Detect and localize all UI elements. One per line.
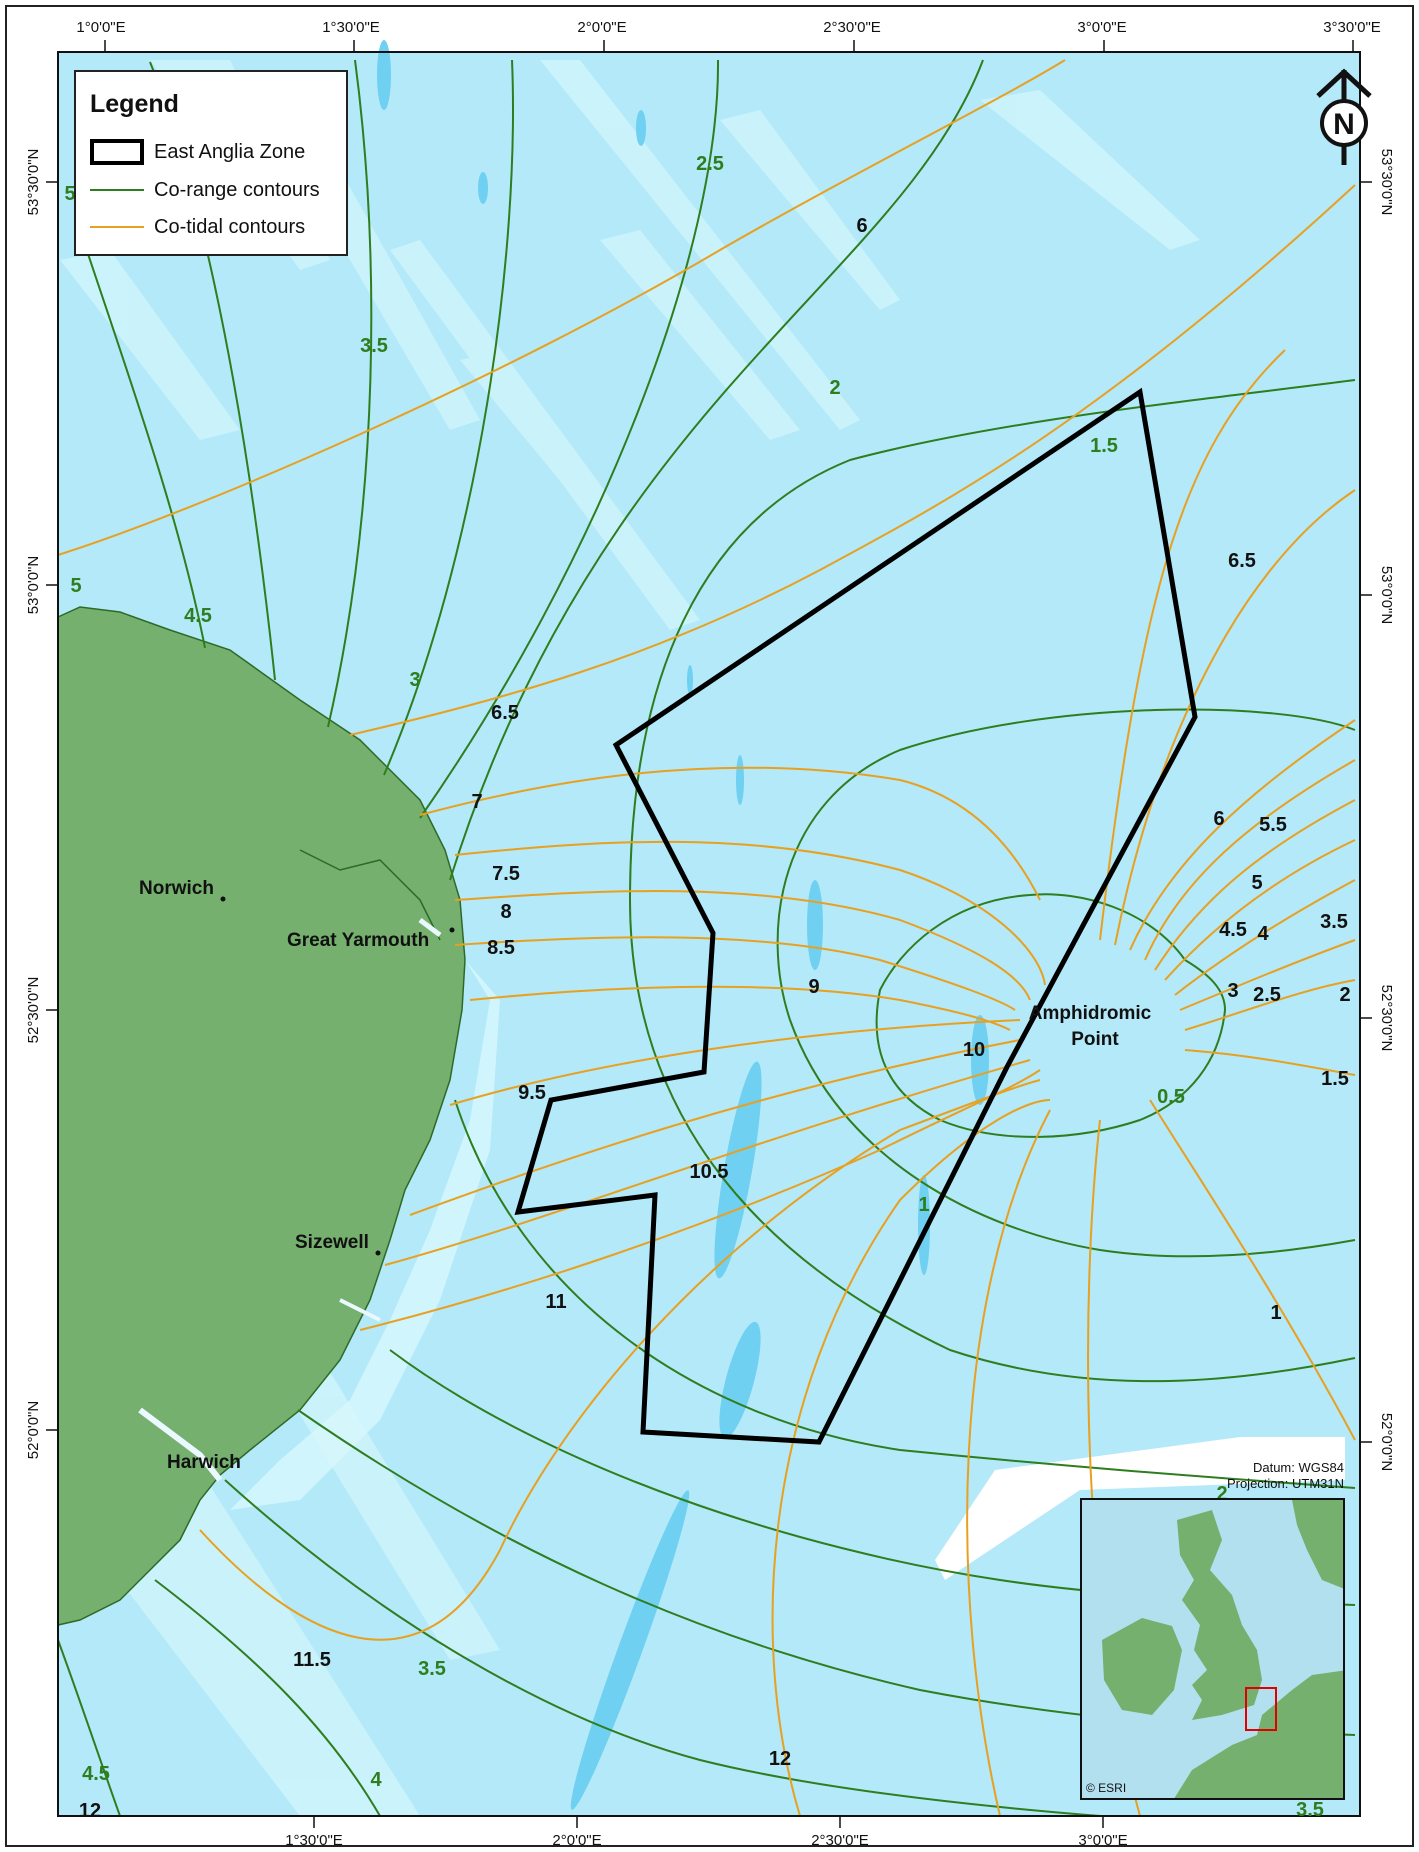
legend-title: Legend xyxy=(90,90,179,118)
place-labels: Norwich Great Yarmouth Sizewell Harwich … xyxy=(139,878,1152,1473)
lon-label: 1°30'0"E xyxy=(285,1832,343,1849)
co-range-label: 2.5 xyxy=(696,153,724,175)
co-tidal-label: 1 xyxy=(1270,1302,1281,1324)
lat-label: 53°0'0"N xyxy=(25,556,42,614)
co-range-label: 3.5 xyxy=(418,1658,446,1680)
co-tidal-label: 6.5 xyxy=(1228,550,1256,572)
east-anglia-land xyxy=(57,606,466,1626)
place-norwich: Norwich xyxy=(139,878,214,899)
legend-item-label: East Anglia Zone xyxy=(154,140,306,163)
lat-label: 53°30'0"N xyxy=(1378,149,1395,216)
co-tidal-label: 12 xyxy=(769,1748,791,1770)
co-range-label: 2 xyxy=(829,377,840,399)
co-range-label: 3.5 xyxy=(360,335,388,357)
place-amphidromic-point-line1: Amphidromic xyxy=(1029,1003,1152,1024)
co-tidal-label: 2 xyxy=(1339,984,1350,1006)
lat-label: 53°30'0"N xyxy=(25,149,42,216)
lon-label: 2°0'0"E xyxy=(552,1832,601,1849)
grid-labels-right: 53°30'0"N 53°0'0"N 52°30'0"N 52°0'0"N xyxy=(1378,149,1395,1472)
projection-line: Projection: UTM31N xyxy=(1226,1476,1344,1491)
place-great-yarmouth: Great Yarmouth xyxy=(287,930,429,951)
co-tidal-label: 3.5 xyxy=(1320,911,1348,933)
co-tidal-label: 8 xyxy=(500,901,511,923)
inset-credit: © ESRI xyxy=(1086,1781,1127,1795)
co-tidal-label: 5 xyxy=(1251,872,1262,894)
lon-label: 1°0'0"E xyxy=(76,19,125,36)
co-tidal-labels: 6 6.5 6.5 7 7.5 8 8.5 9 9.5 10 10.5 11 1… xyxy=(79,215,1351,1822)
datum-line: Datum: WGS84 xyxy=(1252,1460,1344,1475)
co-range-label: 4 xyxy=(370,1769,382,1791)
co-range-label: 5 xyxy=(70,575,81,597)
co-tidal-label: 3 xyxy=(1227,980,1238,1002)
co-tidal-label: 11.5 xyxy=(293,1649,331,1671)
co-tidal-label: 6 xyxy=(1213,808,1224,830)
co-range-label: 4.5 xyxy=(82,1763,110,1785)
north-letter: N xyxy=(1333,108,1355,141)
legend-item-label: Co-range contours xyxy=(154,178,320,201)
place-harwich: Harwich xyxy=(167,1452,241,1473)
co-tidal-label: 7.5 xyxy=(492,863,520,885)
co-range-label: 4.5 xyxy=(184,605,212,627)
co-tidal-label: 11 xyxy=(545,1291,566,1313)
grid-labels-left: 53°30'0"N 53°0'0"N 52°30'0"N 52°0'0"N xyxy=(25,149,42,1460)
co-tidal-label: 4 xyxy=(1257,923,1269,945)
lat-label: 53°0'0"N xyxy=(1378,566,1395,624)
co-range-label: 3 xyxy=(409,669,420,691)
co-tidal-label: 5.5 xyxy=(1259,814,1287,836)
map-frame xyxy=(57,40,1360,1817)
lon-label: 1°30'0"E xyxy=(322,19,380,36)
co-tidal-line-swatch xyxy=(90,226,144,228)
lat-label: 52°0'0"N xyxy=(1378,1413,1395,1471)
co-tidal-label: 7 xyxy=(471,791,482,813)
co-tidal-label: 2.5 xyxy=(1253,984,1281,1006)
east-anglia-zone xyxy=(514,387,1198,1445)
lat-label: 52°30'0"N xyxy=(1378,985,1395,1052)
north-arrow-icon: N xyxy=(1316,68,1372,165)
co-range-label: 3.5 xyxy=(1296,1799,1324,1821)
lat-label: 52°0'0"N xyxy=(25,1401,42,1459)
place-sizewell: Sizewell xyxy=(295,1232,369,1253)
lon-label: 2°30'0"E xyxy=(811,1832,869,1849)
legend-item-label: Co-tidal contours xyxy=(154,215,306,238)
lon-label: 3°0'0"E xyxy=(1078,1832,1127,1849)
co-range-label: 1.5 xyxy=(1090,435,1118,457)
grid-labels-bottom: 1°30'0"E 2°0'0"E 2°30'0"E 3°0'0"E xyxy=(285,1832,1127,1849)
co-tidal-label: 12 xyxy=(79,1800,101,1822)
lon-label: 2°0'0"E xyxy=(577,19,626,36)
lon-label: 2°30'0"E xyxy=(823,19,881,36)
co-tidal-label: 6 xyxy=(856,215,867,237)
co-range-label: 1 xyxy=(918,1194,929,1216)
datum-info: Datum: WGS84 Projection: UTM31N xyxy=(1227,1460,1344,1492)
co-range-label: 0.5 xyxy=(1157,1086,1185,1108)
zone-outline-swatch xyxy=(90,139,144,165)
lon-label: 3°30'0"E xyxy=(1323,19,1381,36)
place-amphidromic-point-line2: Point xyxy=(1071,1029,1119,1050)
co-tidal-label: 10.5 xyxy=(690,1161,729,1183)
legend: Legend East Anglia Zone Co-range contour… xyxy=(74,70,348,256)
legend-item-co-tidal: Co-tidal contours xyxy=(90,212,305,242)
co-range-labels: 2.5 3.5 2 1.5 5 4.5 3 0.5 1 3.5 4.5 4 2 … xyxy=(64,153,1323,1821)
legend-item-co-range: Co-range contours xyxy=(90,175,320,205)
co-tidal-label: 1.5 xyxy=(1321,1068,1349,1090)
co-tidal-label: 6.5 xyxy=(491,702,519,724)
co-range-label: 2 xyxy=(1216,1483,1227,1505)
inset-map: © ESRI xyxy=(1080,1498,1345,1800)
co-tidal-label: 8.5 xyxy=(487,937,515,959)
co-tidal-label: 10 xyxy=(963,1039,985,1061)
co-tidal-label: 9.5 xyxy=(518,1082,546,1104)
co-range-line-swatch xyxy=(90,189,144,191)
co-range-label: 5 xyxy=(64,183,75,205)
lon-label: 3°0'0"E xyxy=(1077,19,1126,36)
co-tidal-label: 4.5 xyxy=(1219,919,1247,941)
grid-labels-top: 1°0'0"E 1°30'0"E 2°0'0"E 2°30'0"E 3°0'0"… xyxy=(76,19,1380,36)
co-tidal-label: 9 xyxy=(808,976,819,998)
lat-label: 52°30'0"N xyxy=(25,977,42,1044)
legend-item-east-anglia-zone: East Anglia Zone xyxy=(90,137,305,167)
